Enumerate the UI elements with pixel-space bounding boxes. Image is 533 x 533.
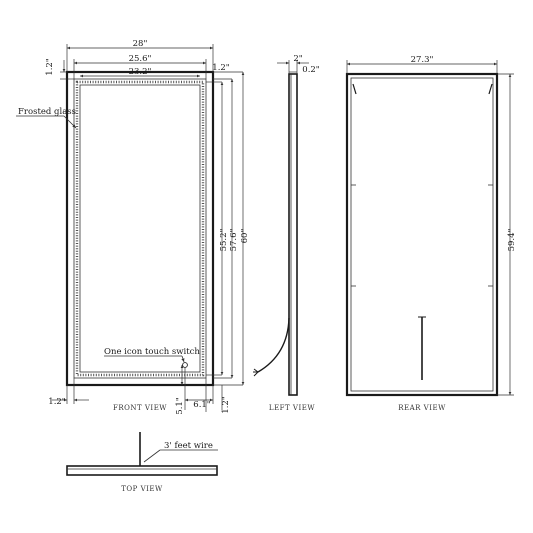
front-outer-frame bbox=[65, 70, 215, 387]
touch-switch-icon bbox=[182, 362, 188, 368]
left-view: 2" 0.2" LEFT VIEW bbox=[253, 54, 320, 412]
dim-depth: 2" bbox=[293, 54, 302, 64]
dim-switch-offset-x: 6.1" bbox=[193, 400, 211, 410]
callout-frosted-glass: Frosted glass bbox=[18, 107, 76, 117]
rear-view: 27.3" 59.4" REAR VIEW bbox=[345, 55, 517, 412]
front-view: 28" 25.6" 23.2" 1.2" 1.2" 55.2" 57.6" 60… bbox=[16, 39, 250, 415]
left-view-label: LEFT VIEW bbox=[269, 404, 315, 412]
left-profile bbox=[288, 73, 298, 396]
dim-inner-height: 55.2" bbox=[219, 228, 229, 251]
left-power-cord bbox=[257, 317, 290, 373]
dim-switch-offset-y: 5.1" bbox=[175, 397, 185, 415]
rear-outer-frame bbox=[345, 72, 499, 397]
dim-overall-height: 60" bbox=[240, 229, 250, 244]
rear-view-label: REAR VIEW bbox=[398, 404, 446, 412]
frosted-glass-band bbox=[75, 80, 205, 377]
dim-depth-inner: 0.2" bbox=[302, 65, 320, 75]
dim-bottom-margin-right: 1.2" bbox=[221, 396, 231, 414]
callout-wire: 3' feet wire bbox=[164, 441, 213, 451]
front-inner-frame bbox=[73, 78, 207, 379]
callout-touch-switch: One icon touch switch bbox=[104, 347, 200, 357]
top-view: 3' feet wire TOP VIEW bbox=[66, 432, 218, 493]
dim-top-margin: 1.2" bbox=[45, 58, 55, 76]
front-view-label: FRONT VIEW bbox=[113, 404, 167, 412]
dim-rear-height: 59.4" bbox=[507, 228, 517, 251]
front-clear-glass bbox=[79, 84, 201, 373]
rear-inner-frame bbox=[350, 77, 494, 392]
top-profile bbox=[66, 465, 218, 476]
dim-rear-width: 27.3" bbox=[411, 55, 434, 65]
dim-mid-height: 57.6" bbox=[229, 228, 239, 251]
dim-top-margin-right: 1.2" bbox=[212, 63, 230, 73]
dim-overall-width: 28" bbox=[133, 39, 148, 49]
dim-glass-width: 23.2" bbox=[129, 67, 152, 77]
dim-inner-width: 25.6" bbox=[129, 54, 152, 64]
top-view-label: TOP VIEW bbox=[121, 485, 163, 493]
dim-bottom-margin-left: 1.2" bbox=[48, 397, 66, 407]
